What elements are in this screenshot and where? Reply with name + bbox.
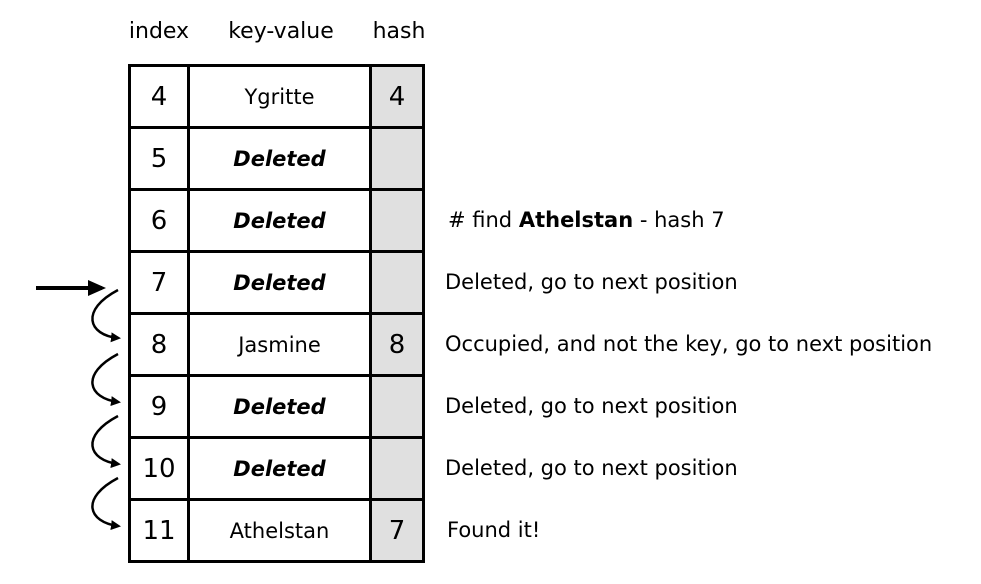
hash-cell: 7 xyxy=(372,501,422,560)
key-value-cell: Deleted xyxy=(190,253,372,312)
annotation-row-10: Deleted, go to next position xyxy=(445,456,738,480)
annotation-row-11: Found it! xyxy=(447,518,541,542)
curved-arrow-icon xyxy=(91,288,121,343)
index-cell: 8 xyxy=(131,315,190,374)
annotation-row-8: Occupied, and not the key, go to next po… xyxy=(445,332,933,356)
curved-arrow-icon xyxy=(91,352,121,407)
find-key: Athelstan xyxy=(518,208,634,232)
curved-arrow-icon xyxy=(91,476,121,531)
table-row: 8 Jasmine 8 xyxy=(131,315,422,377)
table-row: 6 Deleted xyxy=(131,191,422,253)
key-value-cell: Deleted xyxy=(190,439,372,498)
annotation-row-9: Deleted, go to next position xyxy=(445,394,738,418)
find-suffix: - hash 7 xyxy=(633,208,725,232)
curved-arrow-icon xyxy=(91,414,121,469)
table-row: 11 Athelstan 7 xyxy=(131,501,422,560)
hash-cell xyxy=(372,377,422,436)
hash-cell: 4 xyxy=(372,67,422,126)
header-hash: hash xyxy=(372,19,426,44)
index-cell: 10 xyxy=(131,439,190,498)
key-value-cell: Deleted xyxy=(190,377,372,436)
key-value-cell: Jasmine xyxy=(190,315,372,374)
index-cell: 7 xyxy=(131,253,190,312)
find-annotation: # find Athelstan - hash 7 xyxy=(448,206,725,234)
key-value-cell: Deleted xyxy=(190,129,372,188)
key-value-cell: Ygritte xyxy=(190,67,372,126)
table-row: 7 Deleted xyxy=(131,253,422,315)
table-row: 5 Deleted xyxy=(131,129,422,191)
index-cell: 11 xyxy=(131,501,190,560)
hash-cell xyxy=(372,439,422,498)
hash-cell xyxy=(372,129,422,188)
index-cell: 9 xyxy=(131,377,190,436)
index-cell: 4 xyxy=(131,67,190,126)
table-row: 4 Ygritte 4 xyxy=(131,67,422,129)
find-prefix: # find xyxy=(448,208,519,232)
hash-table: 4 Ygritte 4 5 Deleted 6 Deleted 7 Delete… xyxy=(128,64,425,563)
table-row: 10 Deleted xyxy=(131,439,422,501)
hash-cell: 8 xyxy=(372,315,422,374)
key-value-cell: Athelstan xyxy=(190,501,372,560)
header-key-value: key-value xyxy=(228,19,334,44)
annotation-row-7: Deleted, go to next position xyxy=(445,270,738,294)
hash-cell xyxy=(372,253,422,312)
header-index: index xyxy=(128,19,190,44)
key-value-cell: Deleted xyxy=(190,191,372,250)
index-cell: 5 xyxy=(131,129,190,188)
table-row: 9 Deleted xyxy=(131,377,422,439)
hash-cell xyxy=(372,191,422,250)
index-cell: 6 xyxy=(131,191,190,250)
